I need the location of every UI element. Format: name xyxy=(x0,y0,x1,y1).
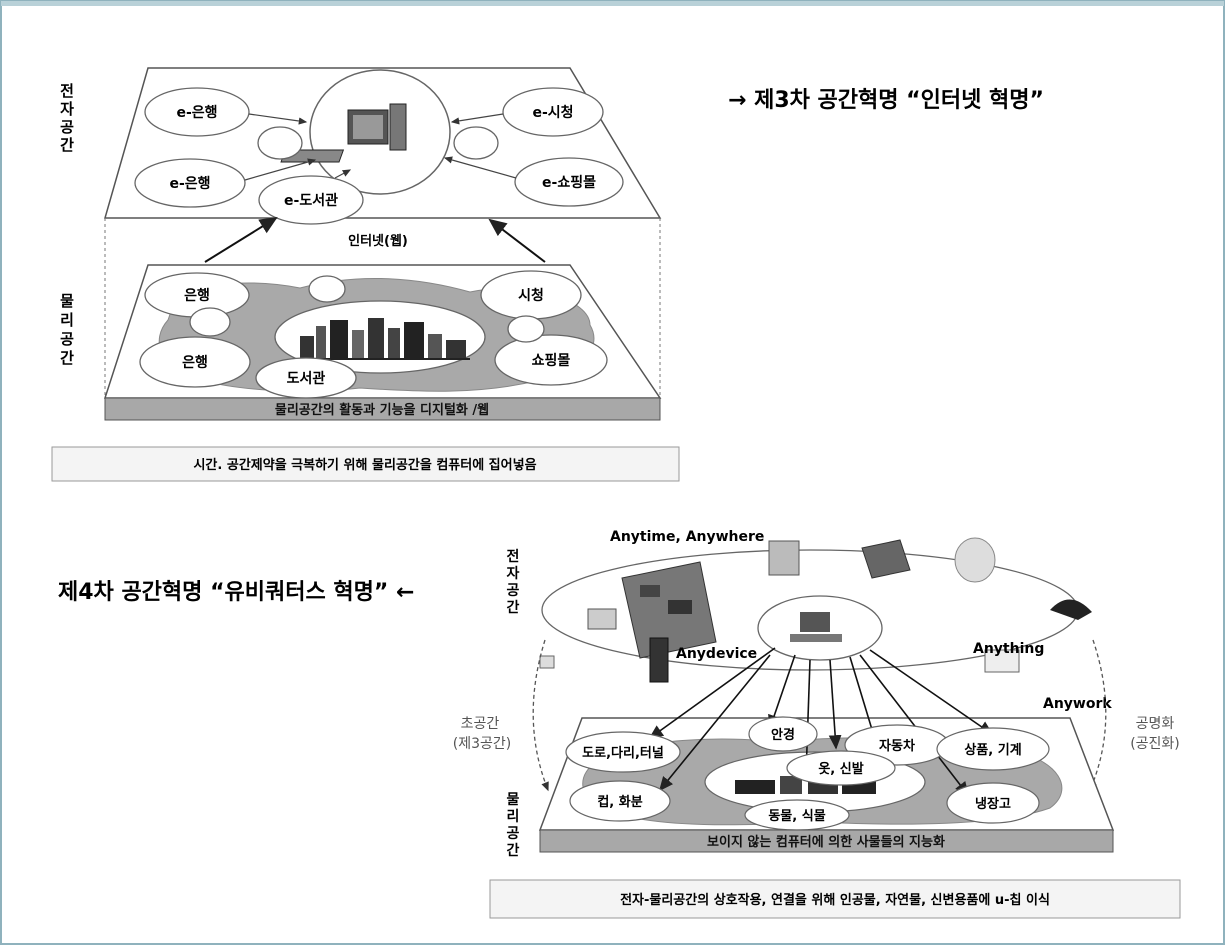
p-node-label: 은행 xyxy=(184,288,210,304)
small-node xyxy=(190,308,230,336)
object-label: 냉장고 xyxy=(975,796,1011,812)
object-label: 옷, 신발 xyxy=(818,761,863,777)
e-node-label: e-은행 xyxy=(169,176,210,192)
top-electronic-space-label: 전 자 공 간 xyxy=(60,82,74,154)
right-side-label: (공진화) xyxy=(1130,736,1180,752)
object-label: 도로,다리,터널 xyxy=(582,745,664,761)
internet-label: 인터넷(웹) xyxy=(348,233,408,249)
side-char: 공 xyxy=(507,826,520,842)
side-char: 간 xyxy=(507,842,520,859)
side-char: 전 xyxy=(60,82,74,100)
side-char: 공 xyxy=(60,330,74,348)
anydevice-label: Anydevice xyxy=(676,646,757,662)
p-node-label: 도서관 xyxy=(287,370,326,387)
pda-icon xyxy=(769,541,799,575)
small-node xyxy=(508,316,544,342)
p-node-label: 쇼핑몰 xyxy=(532,352,571,369)
side-char: 자 xyxy=(507,566,520,582)
object-label: 상품, 기계 xyxy=(964,743,1021,758)
top-accent-bar xyxy=(1,1,1224,6)
side-char: 간 xyxy=(60,136,74,154)
side-char: 자 xyxy=(60,100,74,118)
top-physical-space-label: 물 리 공 간 xyxy=(60,292,74,367)
p-node-label: 시청 xyxy=(518,288,544,304)
object-label: 안경 xyxy=(771,727,795,743)
mouse-icon xyxy=(955,538,995,582)
object-label: 동물, 식물 xyxy=(768,808,825,824)
small-device-icon xyxy=(540,656,554,668)
object-label: 자동차 xyxy=(879,738,915,754)
top-caption-text: 시간. 공간제약을 극복하기 위해 물리공간을 컴퓨터에 집어넣음 xyxy=(193,457,536,473)
bottom-base-bar-text: 보이지 않는 컴퓨터에 의한 사물들의 지능화 xyxy=(707,834,945,850)
left-side-label: 초공간 xyxy=(461,716,500,732)
e-node-label: e-은행 xyxy=(176,105,217,121)
side-char: 간 xyxy=(60,349,74,367)
side-char: 물 xyxy=(507,792,520,808)
p-node-label: 은행 xyxy=(182,355,208,371)
small-node xyxy=(454,127,498,159)
side-char: 공 xyxy=(507,583,520,599)
left-side-label: (제3공간) xyxy=(453,736,511,752)
mobile-phone-icon xyxy=(650,638,668,682)
printer-icon xyxy=(588,609,616,629)
fourth-revolution-heading: 제4차 공간혁명 “유비쿼터스 혁명” ← xyxy=(58,579,414,605)
side-char: 리 xyxy=(60,311,74,329)
small-node xyxy=(309,276,345,302)
side-char: 간 xyxy=(507,599,520,616)
e-node-label: e-시청 xyxy=(532,105,573,121)
anywork-label: Anywork xyxy=(1043,696,1112,712)
e-node-label: e-도서관 xyxy=(284,192,338,209)
object-label: 컵, 화분 xyxy=(597,794,642,810)
third-revolution-heading: → 제3차 공간혁명 “인터넷 혁명” xyxy=(728,87,1044,113)
anything-label: Anything xyxy=(973,641,1044,657)
bottom-physical-space-label: 물 리 공 간 xyxy=(507,792,520,859)
top-base-bar-text: 물리공간의 활동과 기능을 디지털화 /웹 xyxy=(275,402,489,418)
bottom-caption-text: 전자-물리공간의 상호작용, 연결을 위해 인공물, 자연물, 신변용품에 u-… xyxy=(620,892,1050,908)
side-char: 전 xyxy=(507,548,520,565)
small-node xyxy=(258,127,302,159)
side-char: 공 xyxy=(60,118,74,136)
side-char: 물 xyxy=(60,292,74,310)
right-side-label: 공명화 xyxy=(1136,716,1175,732)
side-char: 리 xyxy=(507,809,520,825)
anytime-label: Anytime, Anywhere xyxy=(610,529,764,545)
e-node-label: e-쇼핑몰 xyxy=(542,174,596,191)
